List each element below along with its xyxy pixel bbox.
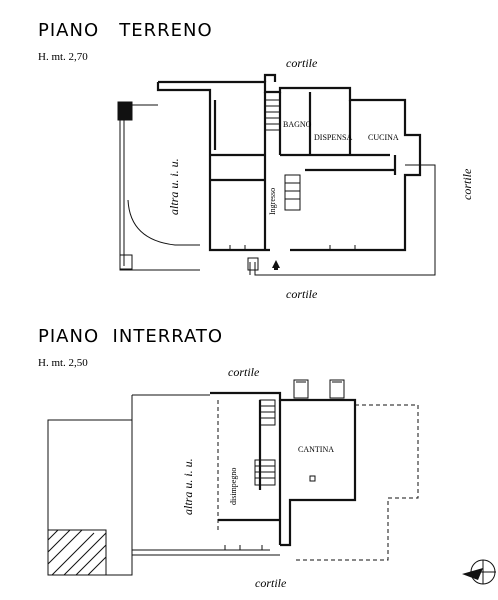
room-label-cucina: CUCINA — [368, 133, 399, 142]
hatched-area — [47, 529, 107, 576]
ground-top-courtyard-label: cortile — [286, 56, 318, 70]
room-label-bagno: BAGNO — [283, 120, 312, 129]
north-arrow-icon — [462, 559, 496, 585]
basement-bottom-courtyard-label: cortile — [255, 576, 287, 590]
basement-top-courtyard-label: cortile — [228, 365, 260, 379]
basement-title: PIANO INTERRATO — [38, 326, 223, 347]
ground-bottom-courtyard-label: cortile — [286, 287, 318, 301]
room-label-cantina: CANTINA — [298, 445, 334, 454]
ground-floor-height: H. mt. 2,70 — [38, 51, 88, 63]
ground-left-unit-label: altra u. i. u. — [167, 158, 181, 215]
basement-plan — [47, 379, 419, 576]
ground-floor-title: PIANO TERRENO — [38, 20, 213, 41]
ground-right-courtyard-label: cortile — [460, 168, 474, 200]
basement-height: H. mt. 2,50 — [38, 357, 88, 369]
room-label-dispensa: DISPENSA — [314, 133, 352, 142]
room-label-ingresso: Ingresso — [268, 188, 277, 215]
room-label-disimpegno: disimpegno — [229, 468, 238, 505]
basement-left-unit-label: altra u. i. u. — [181, 458, 195, 515]
ground-floor-plan — [117, 73, 436, 276]
